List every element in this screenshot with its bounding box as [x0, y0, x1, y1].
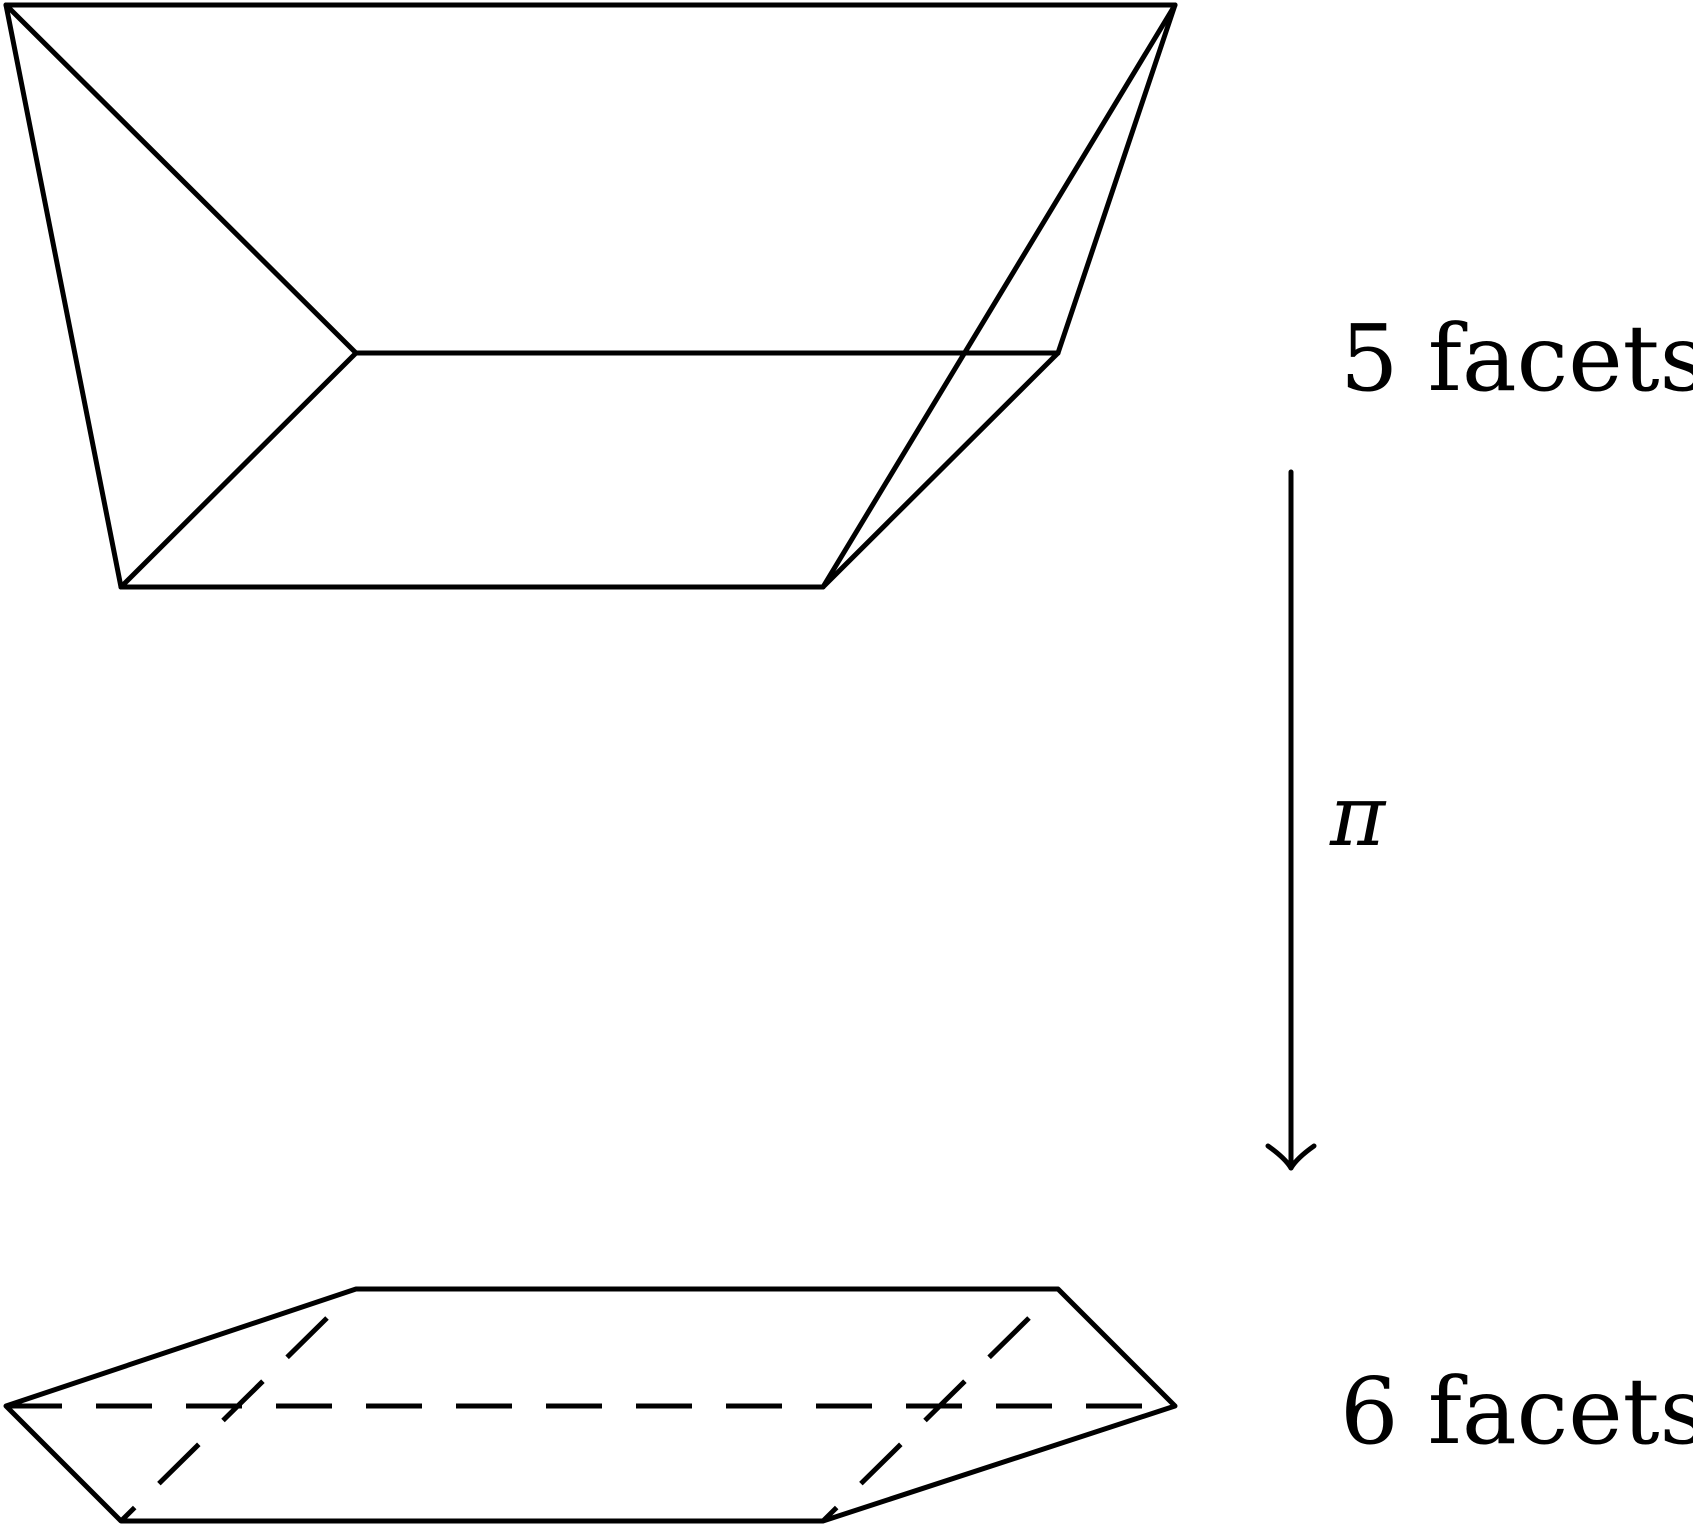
top-left-diagonal-edge	[3, 2, 359, 356]
bottom-facets-label: 6 facets	[1340, 1358, 1693, 1465]
top-facets-label: 5 facets	[1340, 305, 1693, 412]
arrow-head	[1265, 1143, 1317, 1171]
top-polytope	[3, 2, 1178, 590]
bottom-polytope	[3, 1286, 1178, 1524]
top-right-diagonal-edge	[820, 2, 1178, 590]
top-inner-left-edge	[118, 350, 359, 590]
bottom-hidden-right-edge	[821, 1316, 1031, 1523]
bottom-hidden-left-edge	[119, 1316, 329, 1523]
top-inner-right-edge	[820, 350, 1061, 590]
top-right-edge	[1055, 2, 1178, 356]
projection-label: π	[1329, 767, 1387, 865]
projection-arrow	[1265, 469, 1317, 1171]
top-left-edge	[3, 2, 124, 590]
